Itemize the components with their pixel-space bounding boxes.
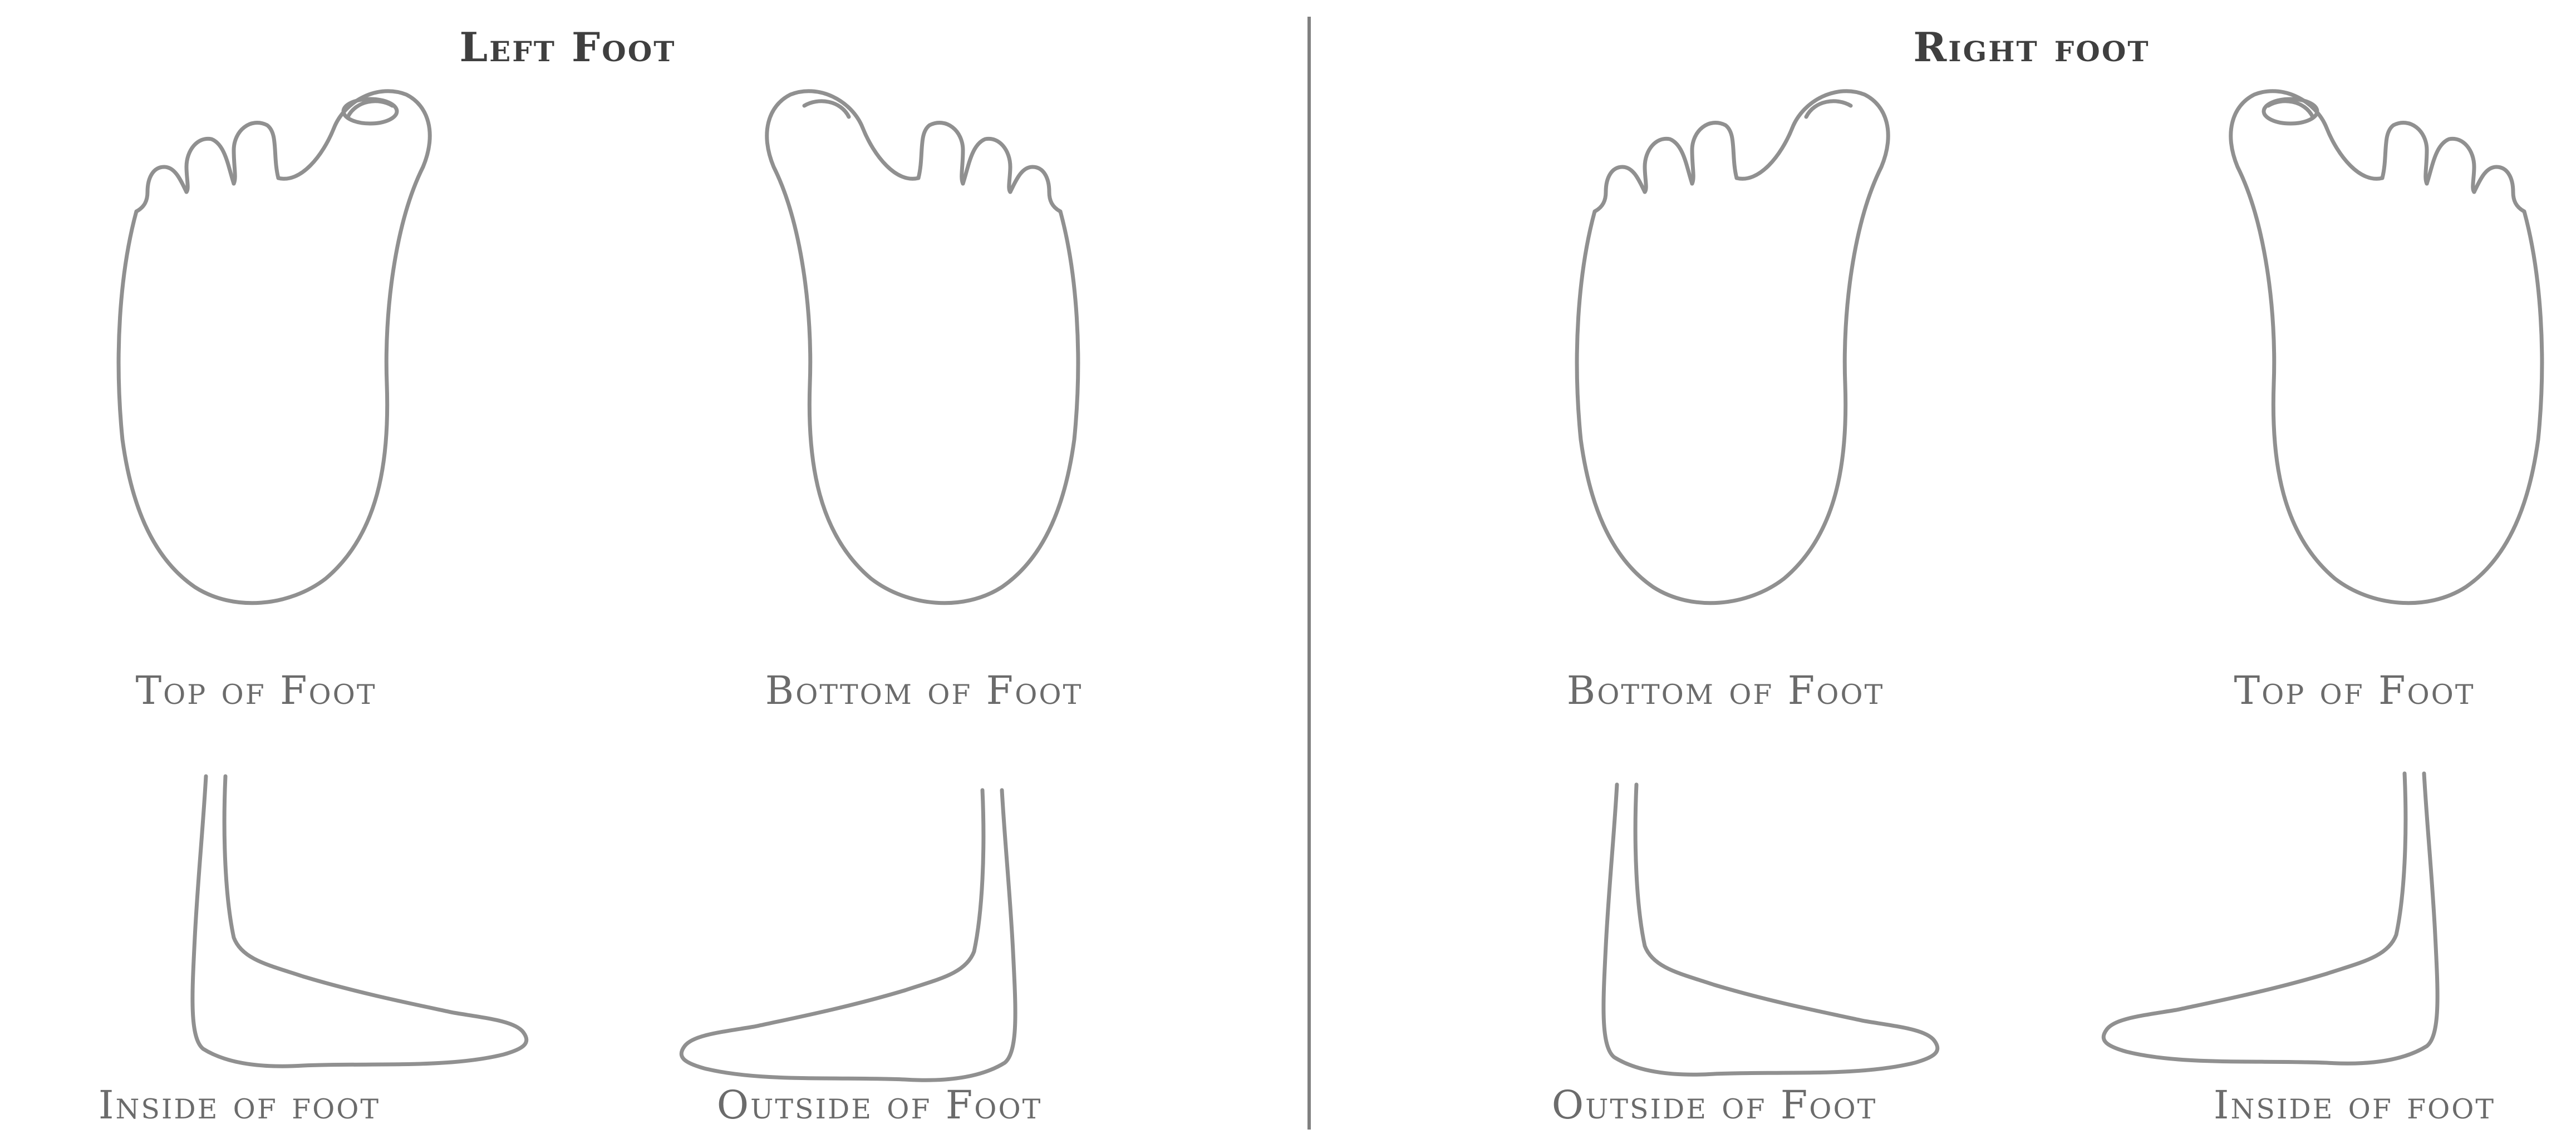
right-top-of-foot-caption: Top of Foot — [2234, 668, 2475, 713]
left-foot-bottom-view-drawing — [767, 91, 1078, 603]
right-foot-bottom-view-drawing — [1577, 91, 1888, 603]
right-outside-of-foot-caption: Outside of Foot — [1552, 1082, 1877, 1128]
right-foot-inside-view-drawing — [2103, 773, 2437, 1063]
left-top-of-foot-caption: Top of Foot — [135, 668, 376, 713]
right-bottom-of-foot-caption: Bottom of Foot — [1567, 668, 1885, 713]
right-inside-of-foot-caption: Inside of foot — [2214, 1082, 2495, 1128]
right-foot-panel: Right foot Bottom of Foot Top of Foot Ou… — [1552, 23, 2542, 1128]
left-foot-panel: Left Foot Top of Foot Bottom of Foot Ins… — [99, 23, 1083, 1128]
right-foot-heading: Right foot — [1913, 23, 2150, 71]
left-foot-top-view-drawing — [119, 91, 430, 603]
left-foot-inside-view-drawing — [193, 776, 527, 1066]
right-foot-outside-view-drawing — [1604, 785, 1938, 1074]
left-bottom-of-foot-caption: Bottom of Foot — [765, 668, 1083, 713]
left-foot-heading: Left Foot — [460, 23, 676, 71]
right-foot-top-view-drawing — [2231, 91, 2542, 603]
left-outside-of-foot-caption: Outside of Foot — [717, 1082, 1043, 1128]
left-foot-outside-view-drawing — [681, 790, 1015, 1080]
left-inside-of-foot-caption: Inside of foot — [99, 1082, 380, 1128]
